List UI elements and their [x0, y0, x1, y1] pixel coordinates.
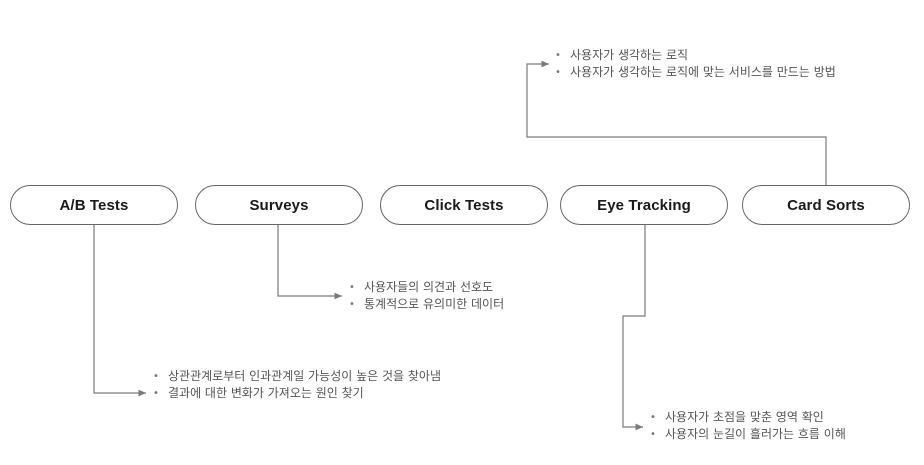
note-item: 결과에 대한 변화가 가져오는 원인 찾기	[153, 385, 473, 402]
note-item: 사용자들의 의견과 선호도	[349, 279, 649, 296]
notes-eye-tracking: 사용자가 초점을 맞춘 영역 확인 사용자의 눈길이 흘러가는 흐름 이해	[650, 409, 920, 443]
method-ab-tests: A/B Tests	[10, 185, 178, 225]
note-item: 상관관계로부터 인과관계일 가능성이 높은 것을 찾아냄	[153, 368, 473, 385]
notes-ab-tests: 상관관계로부터 인과관계일 가능성이 높은 것을 찾아냄 결과에 대한 변화가 …	[153, 368, 473, 402]
notes-card-sorts: 사용자가 생각하는 로직 사용자가 생각하는 로직에 맞는 서비스를 만드는 방…	[555, 47, 915, 81]
connector-card-sorts	[526, 60, 827, 185]
connector-surveys	[277, 225, 342, 300]
note-item: 사용자가 생각하는 로직	[555, 47, 915, 64]
method-surveys: Surveys	[195, 185, 363, 225]
notes-surveys: 사용자들의 의견과 선호도 통계적으로 유의미한 데이터	[349, 279, 649, 313]
connector-eye-tracking	[622, 225, 646, 431]
note-item: 사용자의 눈길이 흘러가는 흐름 이해	[650, 426, 920, 443]
method-click-tests: Click Tests	[380, 185, 548, 225]
note-item: 사용자가 초점을 맞춘 영역 확인	[650, 409, 920, 426]
note-item: 사용자가 생각하는 로직에 맞는 서비스를 만드는 방법	[555, 64, 915, 81]
method-card-sorts: Card Sorts	[742, 185, 910, 225]
connector-ab-tests	[93, 225, 146, 397]
method-eye-tracking: Eye Tracking	[560, 185, 728, 225]
note-item: 통계적으로 유의미한 데이터	[349, 296, 649, 313]
